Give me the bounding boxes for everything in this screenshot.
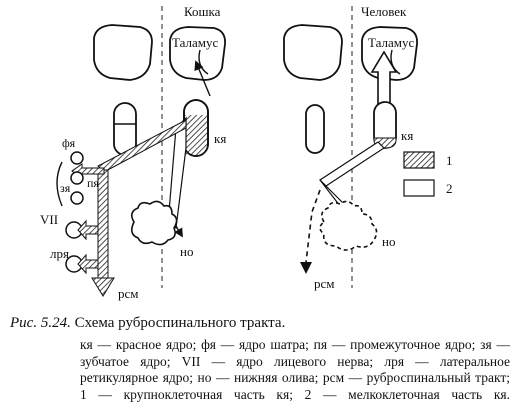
human-thalamus-label: Таламус (368, 35, 414, 50)
cat-lateral-reticular-label: лря (50, 246, 69, 261)
cat-thalamus-left (93, 24, 153, 81)
cat-dentate-label: зя (60, 181, 71, 195)
rubrospinal-diagram: Кошка Таламус кя фя пя (40, 4, 453, 301)
human-inferior-olive-label: но (382, 234, 395, 249)
cat-thalamus-label: Таламус (172, 35, 218, 50)
cat-panel: Кошка Таламус кя фя пя (40, 4, 226, 301)
cat-thalamus-right (169, 26, 226, 81)
human-red-nucleus-left (305, 104, 325, 154)
cat-nucleus-fastigial (70, 151, 84, 165)
human-thalamus-left (283, 24, 343, 81)
cat-rubrospinal-label: рсм (118, 286, 139, 301)
cat-nucleus-interposed (70, 171, 84, 185)
legend: 1 2 (403, 151, 453, 197)
human-rubrospinal-label: рсм (314, 276, 335, 291)
figure-caption: Рис. 5.24. Схема руброспинального тракта… (10, 314, 510, 332)
cat-nucleus-dentate (70, 191, 84, 205)
cat-inferior-olive-label: но (180, 244, 193, 259)
human-red-nucleus-label: кя (401, 128, 413, 143)
cat-facial-label: VII (40, 212, 58, 227)
cat-inferior-olive (130, 200, 178, 246)
legend-swatch-open (403, 179, 435, 197)
cat-descending-tract (97, 169, 109, 283)
cat-red-nucleus-left (113, 102, 137, 156)
cat-interposed-label: пя (87, 176, 99, 190)
legend-swatch-hatched (403, 151, 435, 169)
human-inferior-olive (319, 200, 378, 251)
caption-legend-text: кя — красное ядро; фя — ядро шатра; пя —… (80, 337, 510, 402)
human-panel: Человек Таламус кя но рсм 1 2 (283, 4, 453, 291)
figure-number: Рис. 5.24. (10, 315, 71, 331)
cat-fastigial-label: фя (62, 136, 76, 150)
cat-red-nucleus-label: кя (214, 131, 226, 146)
figure-title: Схема руброспинального тракта. (74, 315, 286, 331)
human-panel-title: Человек (361, 4, 407, 19)
cat-panel-title: Кошка (184, 4, 221, 19)
legend-label-1: 1 (446, 153, 453, 168)
legend-label-2: 2 (446, 181, 453, 196)
